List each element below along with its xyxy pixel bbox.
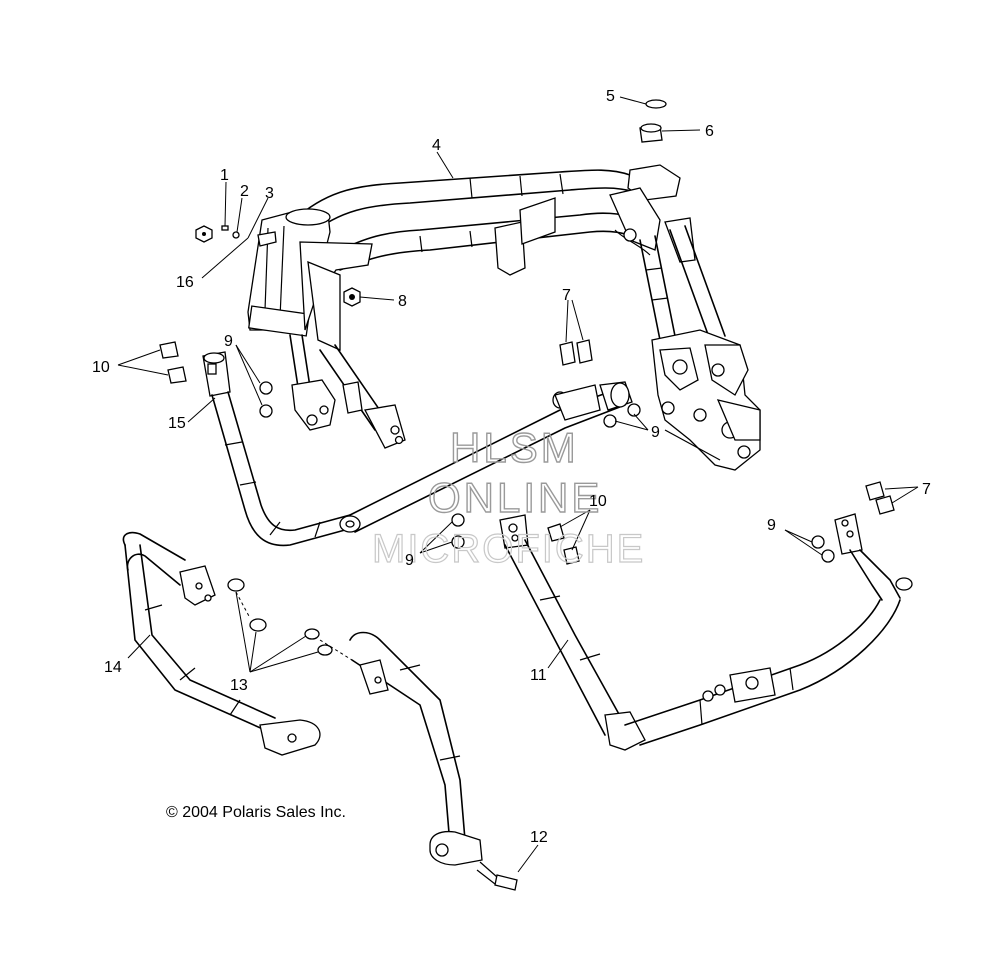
callout-14: 14	[104, 659, 122, 676]
callout-11: 11	[530, 667, 547, 684]
callout-2: 2	[240, 183, 249, 200]
callout-10-left: 10	[92, 359, 110, 376]
callout-8: 8	[398, 293, 407, 310]
hardware-parts	[159, 99, 895, 891]
callout-9-left: 9	[224, 333, 233, 350]
callout-1: 1	[220, 167, 229, 184]
callout-7-upper: 7	[562, 287, 571, 304]
main-frame	[247, 164, 761, 471]
callout-10-mid: 10	[589, 493, 607, 510]
leader-lines	[117, 96, 919, 873]
callout-15: 15	[168, 415, 186, 432]
callout-16: 16	[176, 274, 194, 291]
right-side-rail	[499, 513, 913, 751]
cross-tube	[349, 381, 633, 533]
callout-9-center: 9	[651, 424, 660, 441]
left-side-rail	[202, 351, 361, 547]
copyright-notice: © 2004 Polaris Sales Inc.	[166, 804, 346, 821]
callout-13: 13	[230, 677, 248, 694]
callout-4: 4	[432, 137, 441, 154]
watermark: HLSM ONLINE MICROFICHE	[371, 423, 645, 571]
callout-5: 5	[606, 88, 615, 105]
callout-12: 12	[530, 829, 548, 846]
callout-9-mid: 9	[405, 552, 414, 569]
watermark-line2: ONLINE	[428, 474, 602, 521]
watermark-line3: MICROFICHE	[372, 527, 645, 571]
callout-labels: 1 2 3 4 5 6 7 7 8 9 9 9 9 10 10 11 12 13…	[92, 88, 931, 846]
callout-9-right: 9	[767, 517, 776, 534]
front-guard	[122, 531, 483, 866]
callout-7-right: 7	[922, 481, 931, 498]
watermark-line1: HLSM	[450, 424, 579, 471]
callout-3: 3	[265, 185, 274, 202]
callout-6: 6	[705, 123, 714, 140]
